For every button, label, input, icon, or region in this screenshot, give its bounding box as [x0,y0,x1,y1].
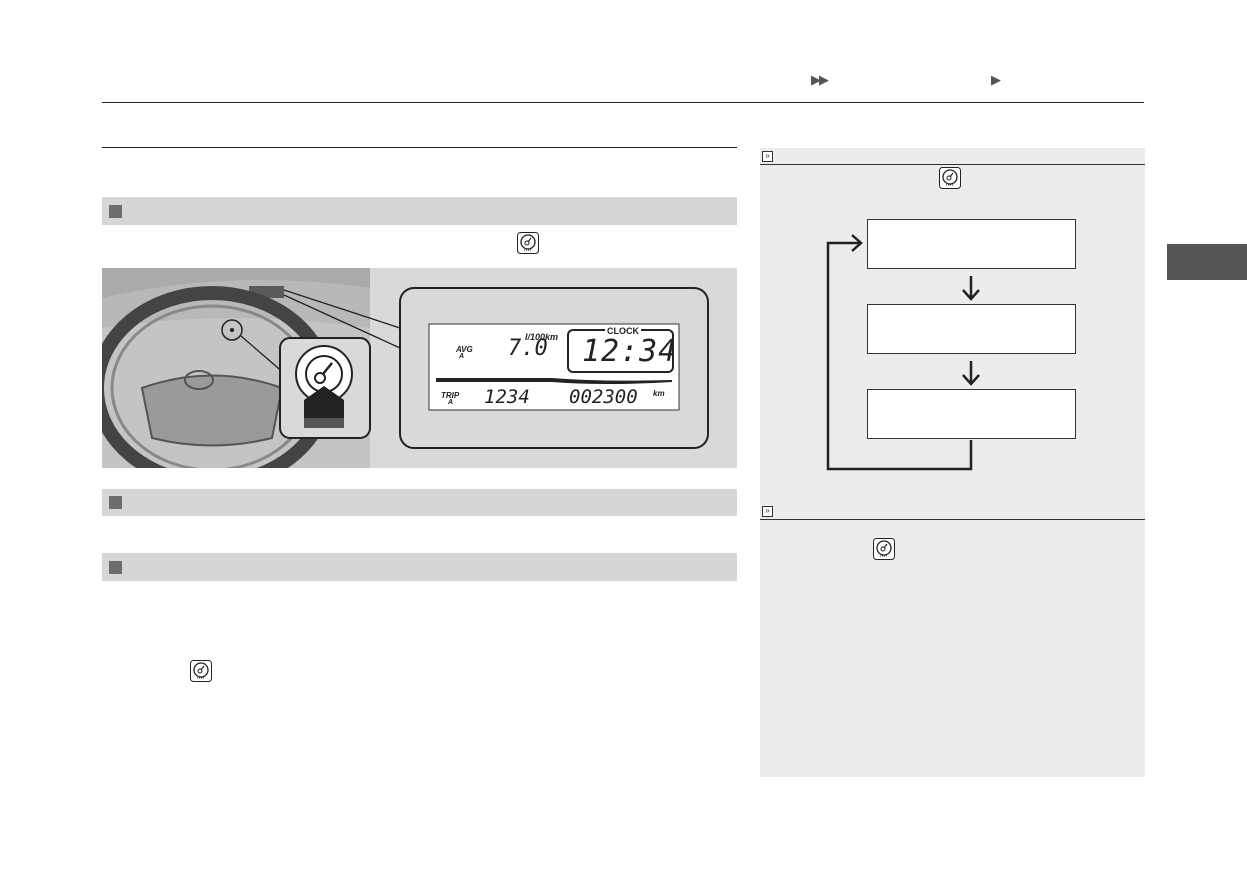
flow-box-3 [867,389,1076,439]
section-bar-2 [102,489,737,516]
arrow-down-icon [962,361,980,386]
note-marker-icon: » [762,506,773,517]
trip-label: TRIP [441,391,460,400]
trip-sub-label: A [448,399,454,406]
section-marker-square [109,204,122,218]
trip-value: 1234 [484,386,530,408]
sidebar-notes-panel: » » [760,148,1145,777]
selector-knob-icon [939,167,961,189]
note-rule [760,164,1145,165]
note-marker-icon: » [762,151,773,162]
section-marker-square [109,496,122,509]
section-bar-3 [102,553,737,581]
arrow-down-icon [962,276,980,301]
selector-knob-icon [517,232,539,254]
instrument-illustration: AVG A l/100km 7.0 CLOCK 12:34 TRIP A 123… [102,268,737,468]
selector-knob-icon [190,660,212,682]
flow-box-1 [867,219,1076,269]
breadcrumb-arrow-single: ▶ [991,72,1001,87]
avg-sub-label: A [459,353,465,360]
section-marker-square [109,560,122,574]
note-rule [760,519,1145,520]
unit-label: l/100km [525,332,559,342]
clock-label: CLOCK [605,326,641,336]
flow-box-2 [867,304,1076,354]
section-rule [102,147,737,148]
clock-value: 12:34 [582,334,678,369]
header-rule [102,102,1144,103]
avg-label: AVG [456,345,473,354]
chapter-tab[interactable] [1167,244,1247,280]
odometer-value: 002300 [569,386,638,408]
breadcrumb-arrow-double: ▶▶ [811,72,829,87]
loop-back-arrow [826,234,973,471]
flowchart-arrows [826,234,980,471]
avg-value: 7.0 [508,336,548,361]
odometer-unit: km [653,389,665,398]
selector-knob-icon [873,538,895,560]
section-bar-1 [102,197,737,225]
